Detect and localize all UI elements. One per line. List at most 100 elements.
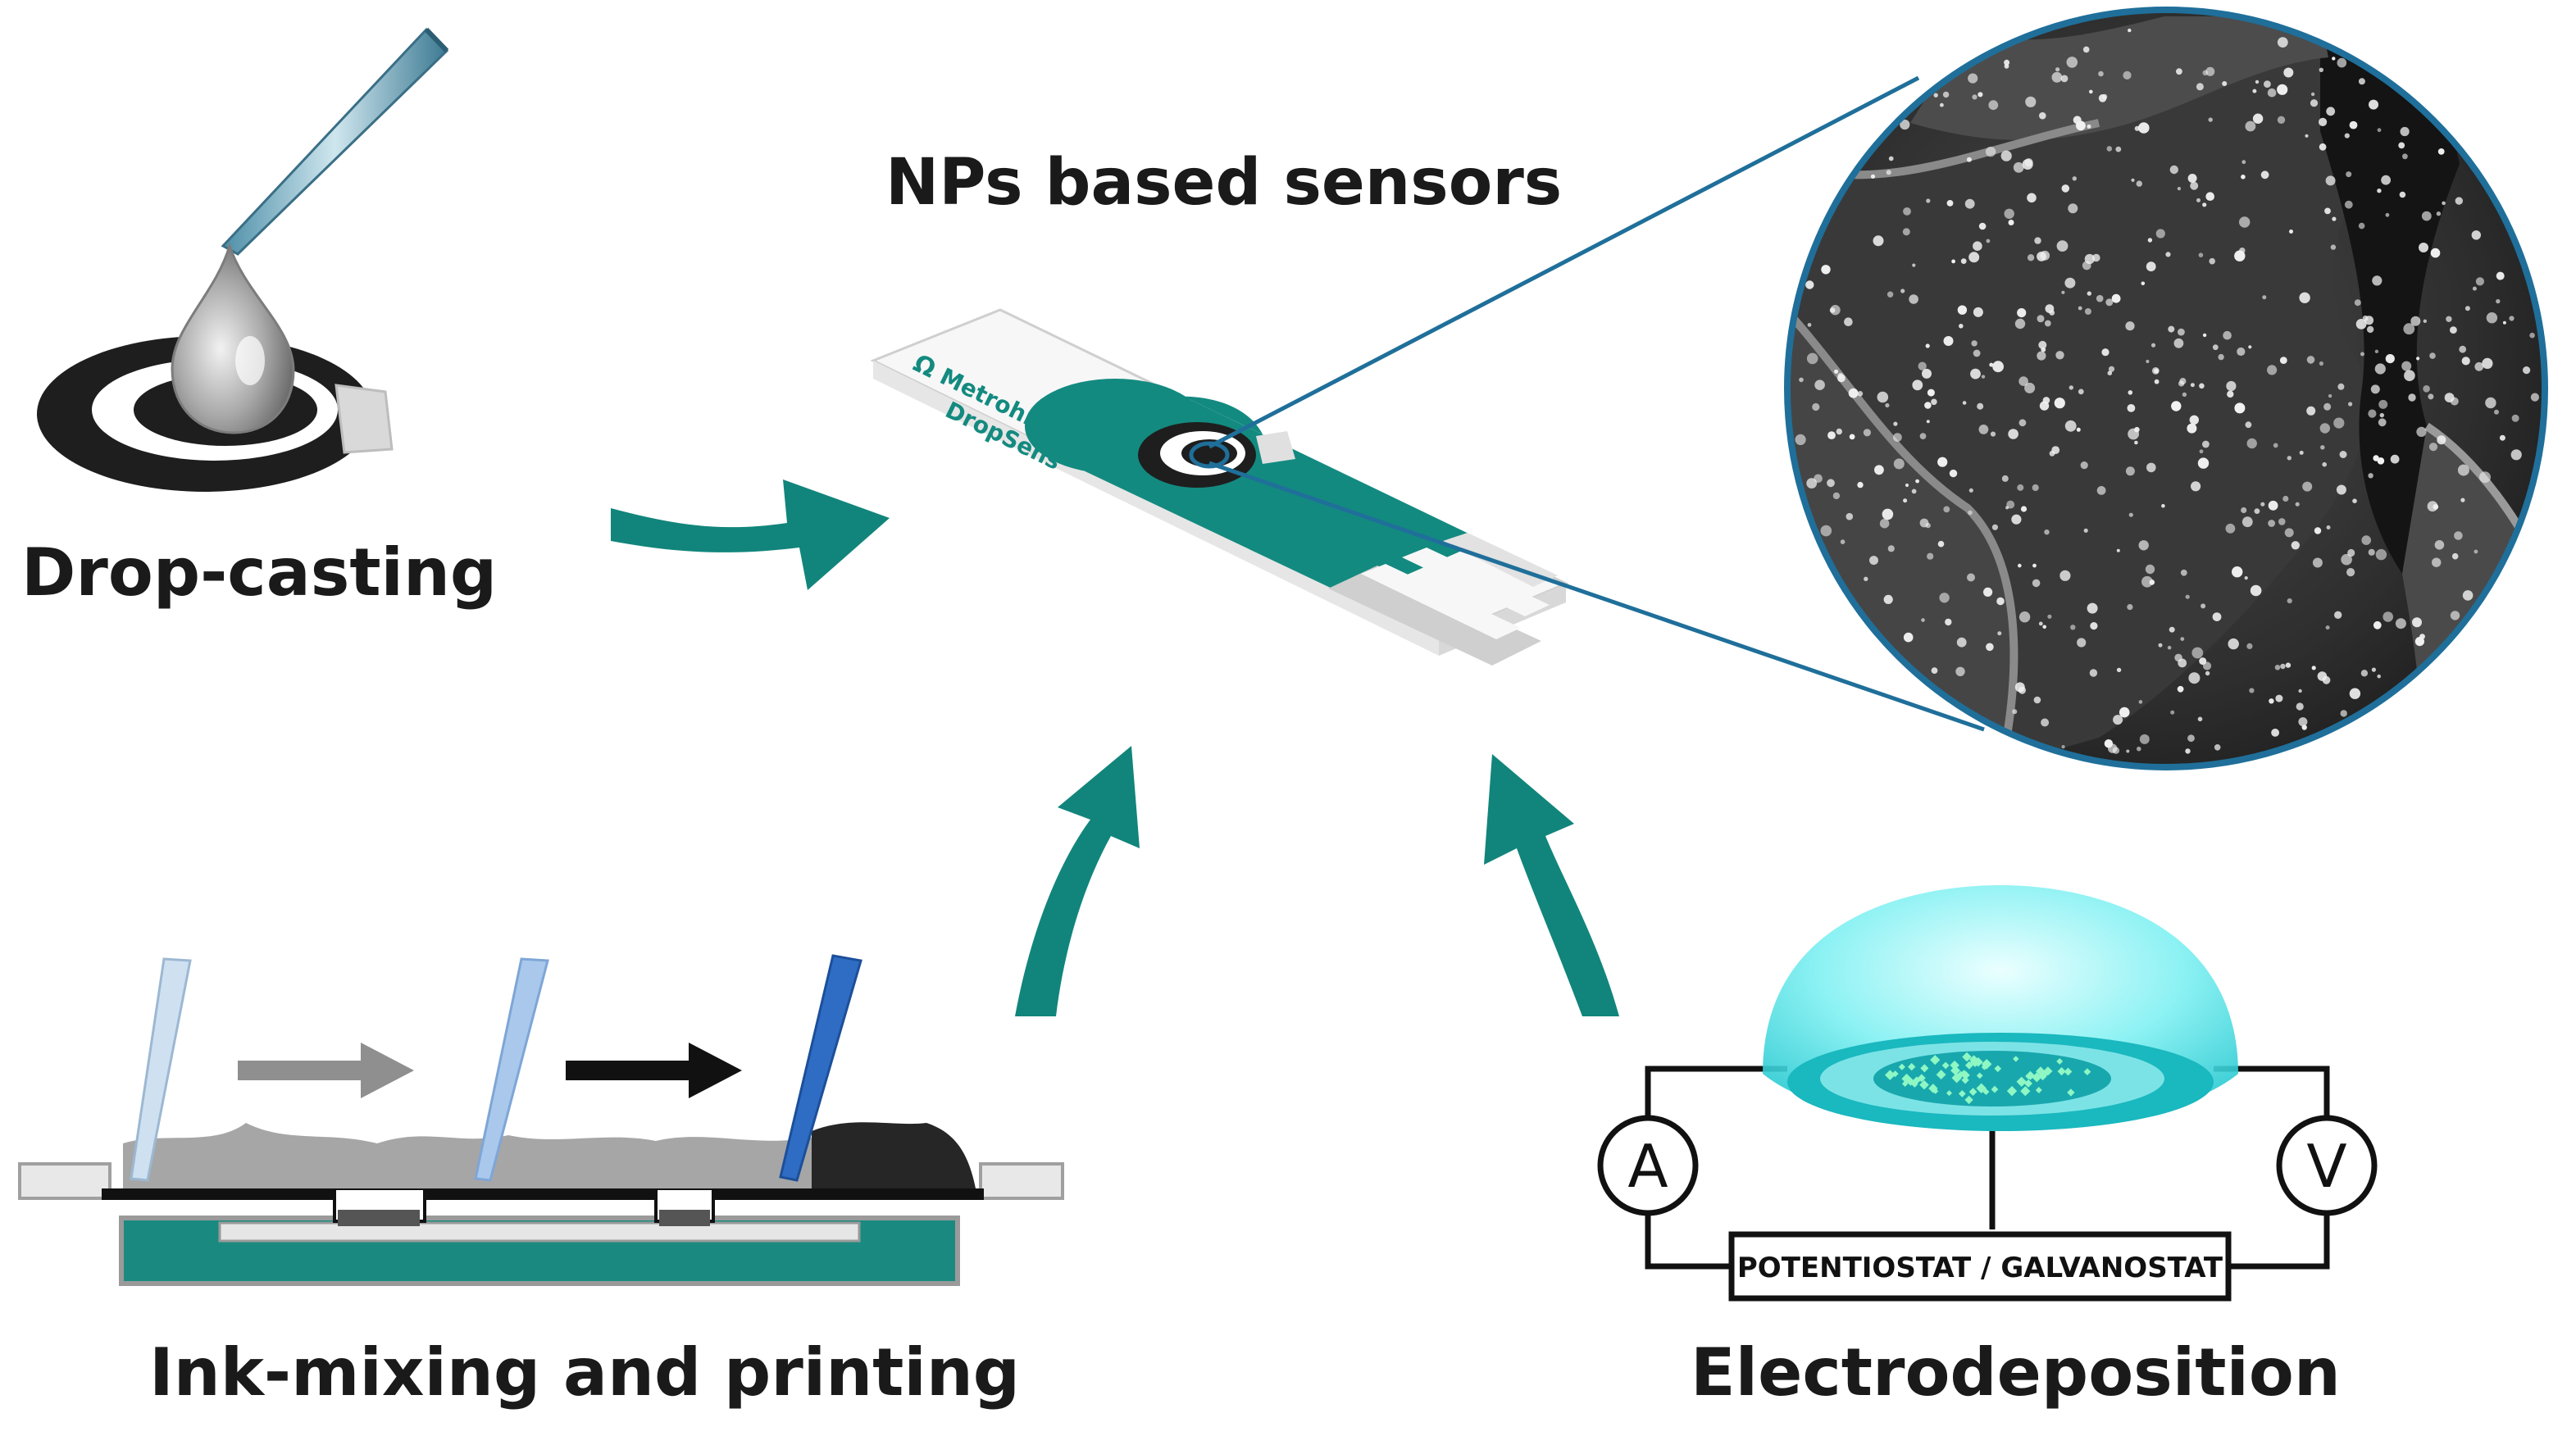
nanoparticle-dot [2241, 160, 2246, 165]
nanoparticle-dot [1931, 667, 1938, 674]
nanoparticle-dot [1849, 434, 1855, 440]
nanoparticle-dot [2196, 198, 2201, 202]
nanoparticle-dot [2241, 516, 2253, 528]
nanoparticle-dot [2360, 352, 2364, 357]
nanoparticle-dot [2083, 528, 2088, 533]
nanoparticle-dot [1883, 594, 1893, 605]
nanoparticle-dot [1973, 349, 1981, 357]
nanoparticle-dot [2319, 423, 2330, 434]
nanoparticle-dot [2349, 688, 2361, 699]
nanoparticle-dot [2096, 486, 2106, 495]
nanoparticle-dot [2333, 417, 2345, 429]
nanoparticle-dot [2401, 361, 2412, 371]
nanoparticle-dot [2176, 68, 2182, 75]
nanoparticle-dot [2319, 361, 2323, 366]
nanoparticle-dot [2250, 584, 2262, 597]
nanoparticle-dot [1834, 369, 1839, 374]
nanoparticle-dot [2374, 363, 2386, 375]
nanoparticle-dot [1973, 241, 1982, 252]
nanoparticle-dot [1968, 73, 1978, 84]
nanoparticle-dot [2446, 316, 2452, 322]
nanoparticle-dot [1909, 294, 1918, 304]
nanoparticle-dot [2239, 216, 2251, 228]
nanoparticle-dot [1978, 425, 1989, 434]
nanoparticle-dot [1983, 587, 1993, 598]
nanoparticle-dot [2061, 290, 2065, 294]
nanoparticle-dot [2319, 117, 2328, 126]
nanoparticle-dot [2127, 604, 2133, 611]
nanoparticle-dot [2277, 116, 2286, 124]
nanoparticle-dot [2284, 528, 2294, 538]
nanoparticle-dot [2287, 456, 2292, 461]
nanoparticle-dot [2004, 59, 2010, 66]
nanoparticle-dot [2416, 357, 2420, 361]
nanoparticle-dot [2437, 435, 2446, 445]
nanoparticle-dot [1978, 92, 1983, 98]
nanoparticle-dot [2461, 357, 2470, 366]
deposit-particle [1941, 1061, 1950, 1070]
nanoparticle-dot [2041, 347, 2046, 352]
nanoparticle-dot [2246, 438, 2257, 449]
deposit-particle [1976, 1072, 1983, 1079]
nanoparticle-dot [2479, 471, 2491, 484]
nanoparticle-dot [2486, 312, 2498, 324]
deposit-particle [2083, 1068, 2091, 1075]
nanoparticle-dot [2450, 326, 2457, 334]
nanoparticle-dot [1967, 573, 1975, 582]
nanoparticle-dot [1846, 512, 1854, 520]
nanoparticle-dot [2089, 89, 2093, 94]
nanoparticle-dot [2428, 443, 2438, 452]
nanoparticle-dot [2084, 308, 2091, 315]
nanoparticle-dot [2378, 418, 2387, 427]
nanoparticle-dot [2173, 338, 2184, 348]
nanoparticle-dot [2126, 749, 2130, 753]
pipette-1-icon [130, 957, 192, 1182]
nanoparticle-dot [1992, 361, 2005, 373]
nanoparticle-dot [2412, 617, 2422, 628]
nanoparticle-dot [2006, 500, 2015, 509]
nanoparticle-dot [1966, 157, 1972, 162]
nanoparticle-dot [2076, 427, 2081, 432]
nanoparticle-dot [2375, 548, 2387, 561]
nanoparticle-dot [2471, 230, 2481, 240]
nanoparticle-dot [2346, 171, 2352, 178]
nanoparticle-dot [2254, 508, 2260, 514]
nanoparticle-dot [2098, 94, 2107, 102]
nanoparticle-dot [2037, 315, 2045, 323]
nanoparticle-dot [1962, 401, 1967, 405]
nanoparticle-dot [2033, 696, 2041, 704]
nanoparticle-dot [2454, 531, 2463, 540]
nanoparticle-dot [2502, 320, 2506, 325]
nanoparticle-dot [2373, 455, 2379, 461]
deposit-particle [2043, 1066, 2053, 1076]
arrow-black-icon [566, 1043, 742, 1098]
nanoparticle-dot [1940, 102, 1944, 107]
nanoparticle-dot [1960, 258, 1967, 264]
nanoparticle-dot [2146, 359, 2150, 364]
nanoparticle-dot [1886, 170, 1891, 175]
nanoparticle-dot [2011, 514, 2022, 525]
nanoparticle-dot [2310, 92, 2315, 97]
nanoparticle-dot [2202, 202, 2207, 207]
nanoparticle-dot [1799, 377, 1804, 383]
nanoparticle-dot [1931, 398, 1937, 406]
nanoparticle-dot [2188, 672, 2201, 684]
nanoparticle-dot [2138, 700, 2143, 704]
nanoparticle-dot [2055, 67, 2060, 72]
nanoparticle-dot [2150, 343, 2156, 348]
nanoparticle-dot [2197, 457, 2210, 469]
nanoparticle-dot [2355, 319, 2367, 329]
nanoparticle-dot [2077, 638, 2087, 648]
nanoparticle-dot [1945, 618, 1952, 626]
nanoparticle-dot [2014, 318, 2026, 329]
nanoparticle-dot [2450, 611, 2460, 620]
nanoparticle-dot [2433, 504, 2439, 510]
nanoparticle-dot [1927, 389, 1935, 397]
nanoparticle-dot [2064, 420, 2077, 432]
nanoparticle-dot [2299, 292, 2310, 303]
nanoparticle-dot [2482, 357, 2493, 369]
nanoparticle-dot [1877, 391, 1889, 403]
nanoparticle-dot [2049, 450, 2055, 457]
nanoparticle-dot [2373, 620, 2382, 629]
nanoparticle-dot [1957, 305, 1968, 315]
